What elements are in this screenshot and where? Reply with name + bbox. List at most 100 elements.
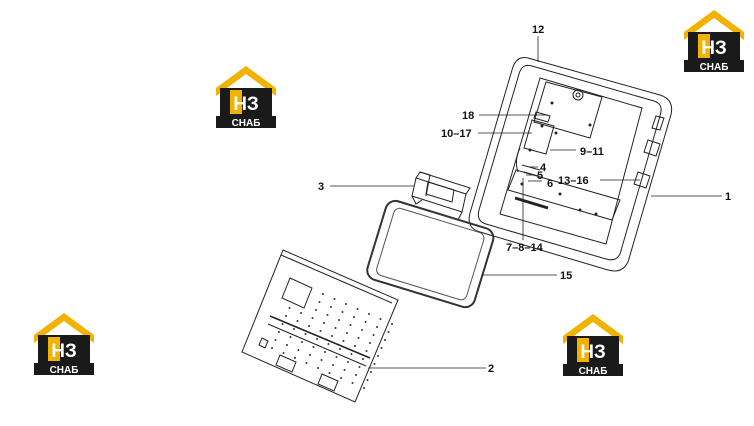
perforation-hole — [324, 351, 326, 353]
perforation-hole — [377, 355, 379, 357]
perforation-hole — [305, 362, 308, 364]
callout-1: 1 — [725, 191, 731, 203]
perforation-hole — [343, 369, 346, 371]
perforation-hole — [335, 356, 338, 358]
perforation-hole — [328, 372, 331, 374]
perforation-hole — [288, 307, 291, 309]
perforation-hole — [358, 366, 361, 368]
part-2-back-panel — [241, 249, 399, 403]
callout-2: 2 — [488, 363, 494, 375]
perforation-hole — [334, 327, 337, 329]
perforation-hole — [338, 319, 340, 321]
perforation-hole — [323, 322, 325, 324]
perforation-hole — [320, 359, 323, 361]
watermark-logo-1: НЗ СНАБ — [684, 10, 744, 73]
callout-4: 4 — [540, 162, 547, 174]
perforation-hole — [354, 345, 356, 347]
perforation-hole — [347, 361, 349, 363]
perforation-hole — [294, 357, 296, 359]
perforation-hole — [318, 301, 321, 303]
perforation-hole — [322, 293, 324, 295]
callout-12: 12 — [532, 24, 544, 36]
watermark-letters: НЗ — [51, 341, 77, 362]
watermark-logo-3: НЗ СНАБ — [34, 313, 94, 376]
perforation-hole — [293, 328, 295, 330]
perforation-hole — [369, 342, 371, 344]
perforation-hole — [361, 329, 363, 331]
perforation-hole — [281, 323, 284, 325]
perforation-hole — [316, 338, 318, 340]
perforation-hole — [297, 349, 300, 351]
callout-15: 15 — [560, 270, 572, 282]
perforation-hole — [278, 331, 280, 333]
perforation-hole — [331, 335, 333, 337]
perforation-hole — [317, 367, 319, 369]
perforation-hole — [346, 332, 348, 334]
perforation-hole — [286, 344, 288, 346]
perforation-hole — [365, 350, 368, 352]
perforation-hole — [289, 336, 292, 338]
perforation-hole — [366, 379, 369, 381]
watermark-logo-4: НЗ СНАБ — [563, 314, 623, 377]
part-15-screen — [366, 199, 495, 309]
watermark-word: СНАБ — [700, 62, 729, 73]
perforation-hole — [380, 347, 383, 349]
perforation-hole — [309, 354, 311, 356]
perforation-hole — [364, 321, 367, 323]
perforation-hole — [326, 314, 329, 316]
perforation-hole — [304, 333, 307, 335]
perforation-hole — [271, 347, 273, 349]
perforation-hole — [368, 313, 370, 315]
watermark-letters: НЗ — [233, 94, 259, 115]
watermark-letters: НЗ — [580, 342, 606, 363]
perforation-hole — [391, 323, 393, 325]
perforation-hole — [387, 331, 390, 333]
perforation-hole — [282, 352, 285, 354]
callout-10-17: 10–17 — [441, 128, 472, 140]
perforation-hole — [362, 358, 364, 360]
part-1-screws — [520, 101, 598, 216]
callout-9-11: 9–11 — [580, 146, 604, 158]
perforation-hole — [372, 334, 375, 336]
watermark-word: СНАБ — [579, 366, 608, 377]
perforation-hole — [357, 337, 360, 339]
callout-3: 3 — [318, 181, 324, 193]
perforation-hole — [308, 325, 310, 327]
perforation-hole — [384, 339, 386, 341]
perforation-hole — [274, 339, 277, 341]
perforation-hole — [330, 306, 332, 308]
perforation-hole — [312, 346, 315, 348]
part-3-bracket — [411, 171, 471, 221]
perforation-hole — [311, 317, 314, 319]
perforation-hole — [373, 363, 376, 365]
perforation-hole — [349, 324, 352, 326]
perforation-hole — [342, 340, 345, 342]
perforation-hole — [379, 318, 382, 320]
part-2-perforation-holes — [271, 293, 393, 389]
perforation-hole — [376, 326, 378, 328]
watermark-letters: НЗ — [701, 38, 727, 59]
perforation-hole — [353, 316, 355, 318]
perforation-hole — [285, 315, 287, 317]
perforation-hole — [327, 343, 330, 345]
perforation-hole — [356, 308, 359, 310]
perforation-hole — [370, 371, 372, 373]
watermark-word: СНАБ — [50, 365, 79, 376]
callout-6: 6 — [547, 178, 553, 190]
perforation-hole — [363, 387, 365, 389]
perforation-hole — [300, 312, 302, 314]
callout-5: 5 — [537, 170, 543, 182]
callout-13-16: 13–16 — [558, 175, 589, 187]
perforation-hole — [340, 377, 342, 379]
callout-labels: 12 18 10–17 9–11 4 5 6 13–16 1 3 7–8–14 … — [318, 24, 731, 375]
callout-7-8-14: 7–8–14 — [506, 242, 544, 254]
part-1-housing — [468, 57, 673, 272]
perforation-hole — [332, 364, 334, 366]
leader-lines — [330, 36, 722, 369]
watermark-word: СНАБ — [232, 118, 261, 129]
perforation-hole — [315, 309, 317, 311]
perforation-hole — [296, 320, 299, 322]
perforation-hole — [351, 382, 354, 384]
perforation-hole — [333, 298, 336, 300]
